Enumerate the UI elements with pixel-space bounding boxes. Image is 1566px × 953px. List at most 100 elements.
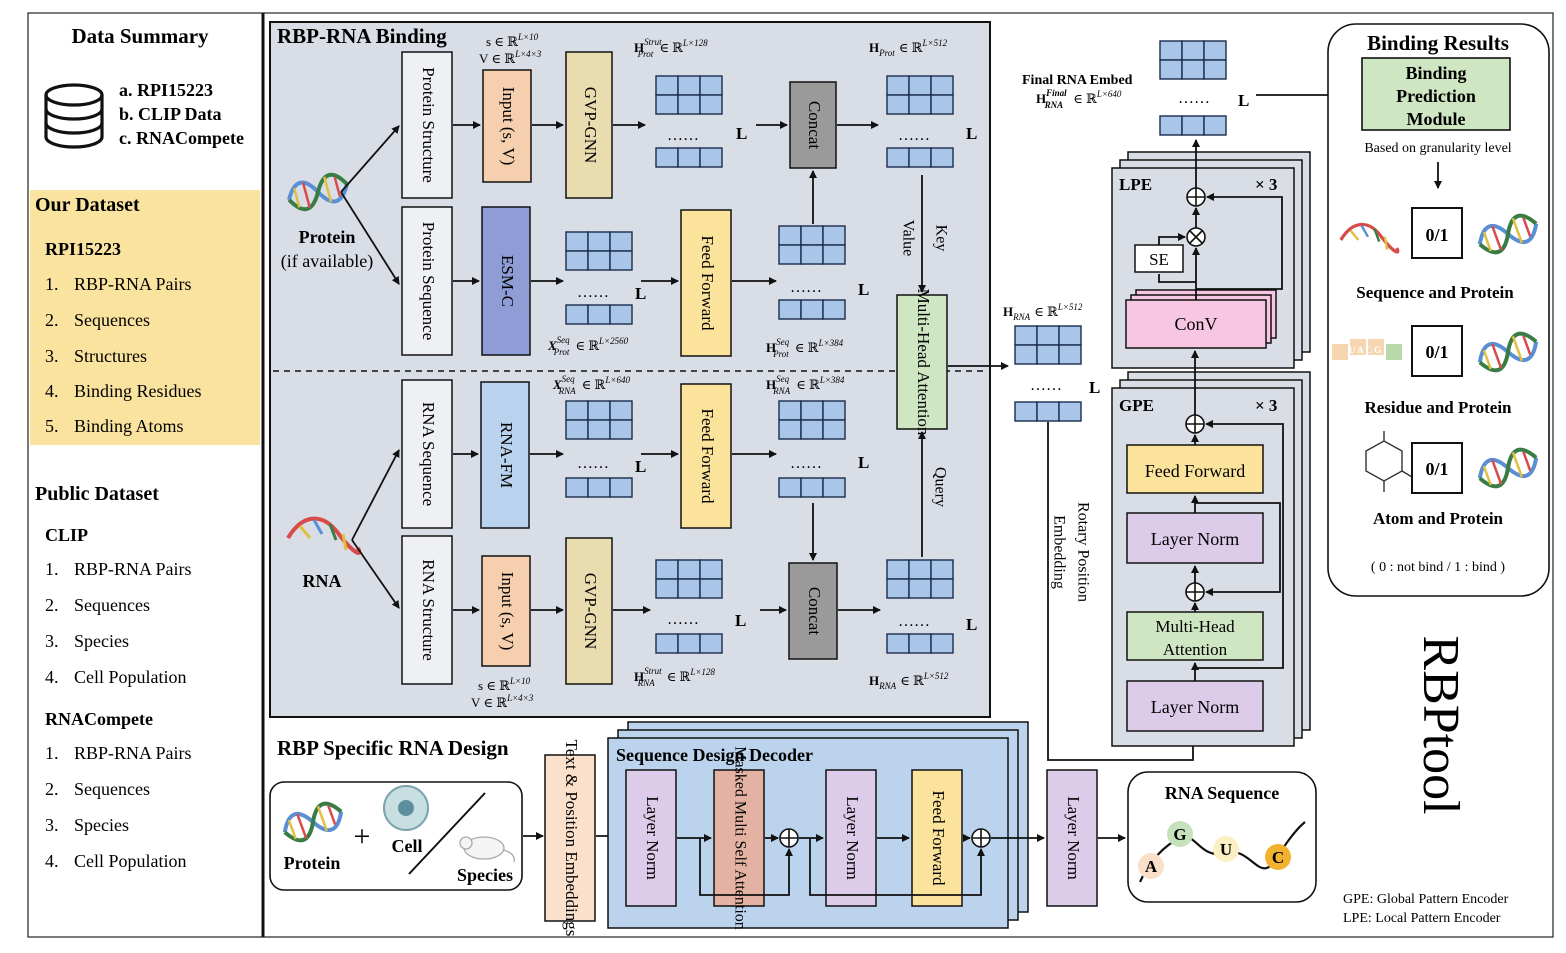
L-label: L	[736, 124, 747, 143]
h-symbol: H	[766, 377, 776, 392]
s-dim-label: s ∈ ℝ	[478, 678, 511, 693]
plus-circle-dec-1	[779, 828, 799, 848]
svg-text:ConV: ConV	[1174, 314, 1217, 334]
rnac-item-num: 1.	[45, 743, 59, 763]
in-r: ∈ ℝ	[899, 40, 924, 55]
our-item-text: Sequences	[74, 310, 150, 330]
design-section: RBP Specific RNA Design Protein + Cell S…	[269, 721, 1317, 936]
rna-label: RNA	[303, 571, 342, 591]
in-r: ∈ ℝ	[659, 40, 684, 55]
design-species-label: Species	[457, 865, 513, 885]
svg-text:Multi-Head: Multi-Head	[1155, 617, 1235, 636]
h-symbol: H	[869, 673, 879, 688]
lpe-block: LPE × 3 SE ConV	[1111, 151, 1311, 369]
protein-structure-box: Protein Structure	[401, 51, 453, 199]
clip-item-num: 4.	[45, 667, 59, 687]
plus-circle-lpe	[1186, 187, 1206, 207]
svg-text:Multi-Head Attention: Multi-Head Attention	[914, 289, 933, 436]
our-item-text: Binding Residues	[74, 381, 202, 401]
ellipsis: ……	[1178, 90, 1210, 107]
matrix-row	[1015, 402, 1081, 421]
our-dataset-sub: RPI15223	[45, 239, 121, 259]
matrix-row	[1160, 116, 1226, 135]
clip-item-text: RBP-RNA Pairs	[74, 559, 192, 579]
se-box: SE	[1134, 244, 1184, 273]
svg-text:Prediction: Prediction	[1396, 86, 1476, 106]
svg-text:Protein Structure: Protein Structure	[419, 67, 438, 183]
L-label: L	[966, 124, 977, 143]
svg-text:s ∈ ℝL×10: s ∈ ℝL×10	[486, 32, 539, 49]
concat-box-rna: Concat	[788, 562, 838, 660]
rnac-item-text: RBP-RNA Pairs	[74, 743, 192, 763]
clip-item-num: 2.	[45, 595, 59, 615]
query-label: Query	[931, 467, 948, 507]
nt-u: U	[1220, 840, 1232, 859]
x-symbol: X	[552, 377, 562, 392]
protein-label: Protein	[299, 227, 356, 247]
matrix-h-prot-seq	[779, 226, 845, 264]
in-r: ∈ ℝ	[582, 377, 607, 392]
result-residue-protein: Residue and Protein	[1364, 398, 1512, 417]
sub: RNA	[1012, 312, 1031, 322]
clip-item-text: Species	[74, 631, 129, 651]
in-r: ∈ ℝ	[796, 377, 821, 392]
v-dim-label: V ∈ ℝ	[479, 51, 516, 66]
feed-forward-box-gpe: Feed Forward	[1126, 444, 1264, 494]
in-r: ∈ ℝ	[900, 673, 925, 688]
svg-text:s ∈ ℝL×10: s ∈ ℝL×10	[478, 676, 531, 693]
clip-sub: CLIP	[45, 525, 88, 545]
design-cell-label: Cell	[392, 836, 423, 856]
ellipsis: ……	[577, 455, 609, 472]
layer-norm-box-gpe-1: Layer Norm	[1126, 512, 1264, 564]
sequence-design-decoder: Sequence Design Decoder Layer Norm Maske…	[607, 721, 1045, 930]
v-dim-exp: L×4×3	[506, 693, 534, 703]
svg-text:Layer Norm: Layer Norm	[1151, 529, 1239, 549]
svg-text:U A C G: U A C G	[1349, 345, 1381, 355]
svg-text:Module: Module	[1406, 109, 1465, 129]
svg-text:Input (s, V): Input (s, V)	[499, 87, 518, 166]
decoder-title: Sequence Design Decoder	[616, 745, 813, 765]
our-item-num: 2.	[45, 310, 59, 330]
rna-sequence-output: RNA Sequence A G U C	[1127, 771, 1317, 903]
svg-text:RNA Sequence: RNA Sequence	[419, 402, 438, 506]
results-title: Binding Results	[1367, 31, 1509, 55]
h-symbol: H	[1003, 304, 1013, 319]
ellipsis: ……	[1030, 377, 1062, 394]
matrix-h-rna-seq	[779, 401, 845, 439]
v-dim-label: V ∈ ℝ	[471, 695, 508, 710]
sup: Seq	[557, 335, 570, 345]
middle-embedding: HRNA∈ ℝL×512 …… L Rotary Position Embedd…	[1003, 41, 1360, 761]
sub: RNA	[1044, 100, 1064, 110]
svg-text:Layer Norm: Layer Norm	[1151, 697, 1239, 717]
sub: Prot	[553, 347, 570, 357]
binding-panel: RBP-RNA Binding Protein (if available) R…	[269, 21, 1009, 718]
s-dim-label: s ∈ ℝ	[486, 34, 519, 49]
rna-seq-title: RNA Sequence	[1165, 783, 1280, 803]
mha-box-gpe: Multi-Head Attention	[1126, 611, 1264, 661]
binding-title: RBP-RNA Binding	[277, 24, 447, 48]
input-sv-box-rna: Input (s, V)	[481, 555, 531, 667]
matrix-x-prot-seq	[566, 232, 632, 270]
matrix-prot-strut	[656, 76, 722, 114]
ellipsis: ……	[790, 279, 822, 296]
ellipsis: ……	[898, 613, 930, 630]
clip-item-text: Cell Population	[74, 667, 187, 687]
ellipsis: ……	[667, 127, 699, 144]
layer-norm-dec-1: Layer Norm	[625, 769, 677, 907]
matrix-h-rna	[887, 560, 953, 598]
in-r: ∈ ℝ	[1073, 91, 1098, 106]
sub: RNA	[878, 681, 897, 691]
svg-text:Binding: Binding	[1405, 63, 1466, 83]
feed-forward-dec: Feed Forward	[911, 769, 963, 907]
binding-prediction-module: Binding Prediction Module	[1361, 57, 1511, 131]
svg-text:0/1: 0/1	[1425, 342, 1448, 362]
sub: Prot	[637, 49, 654, 59]
svg-text:GVP-GNN: GVP-GNN	[581, 87, 600, 164]
sub: RNA	[558, 386, 577, 396]
sup: Seq	[562, 374, 575, 384]
L-label: L	[858, 280, 869, 299]
